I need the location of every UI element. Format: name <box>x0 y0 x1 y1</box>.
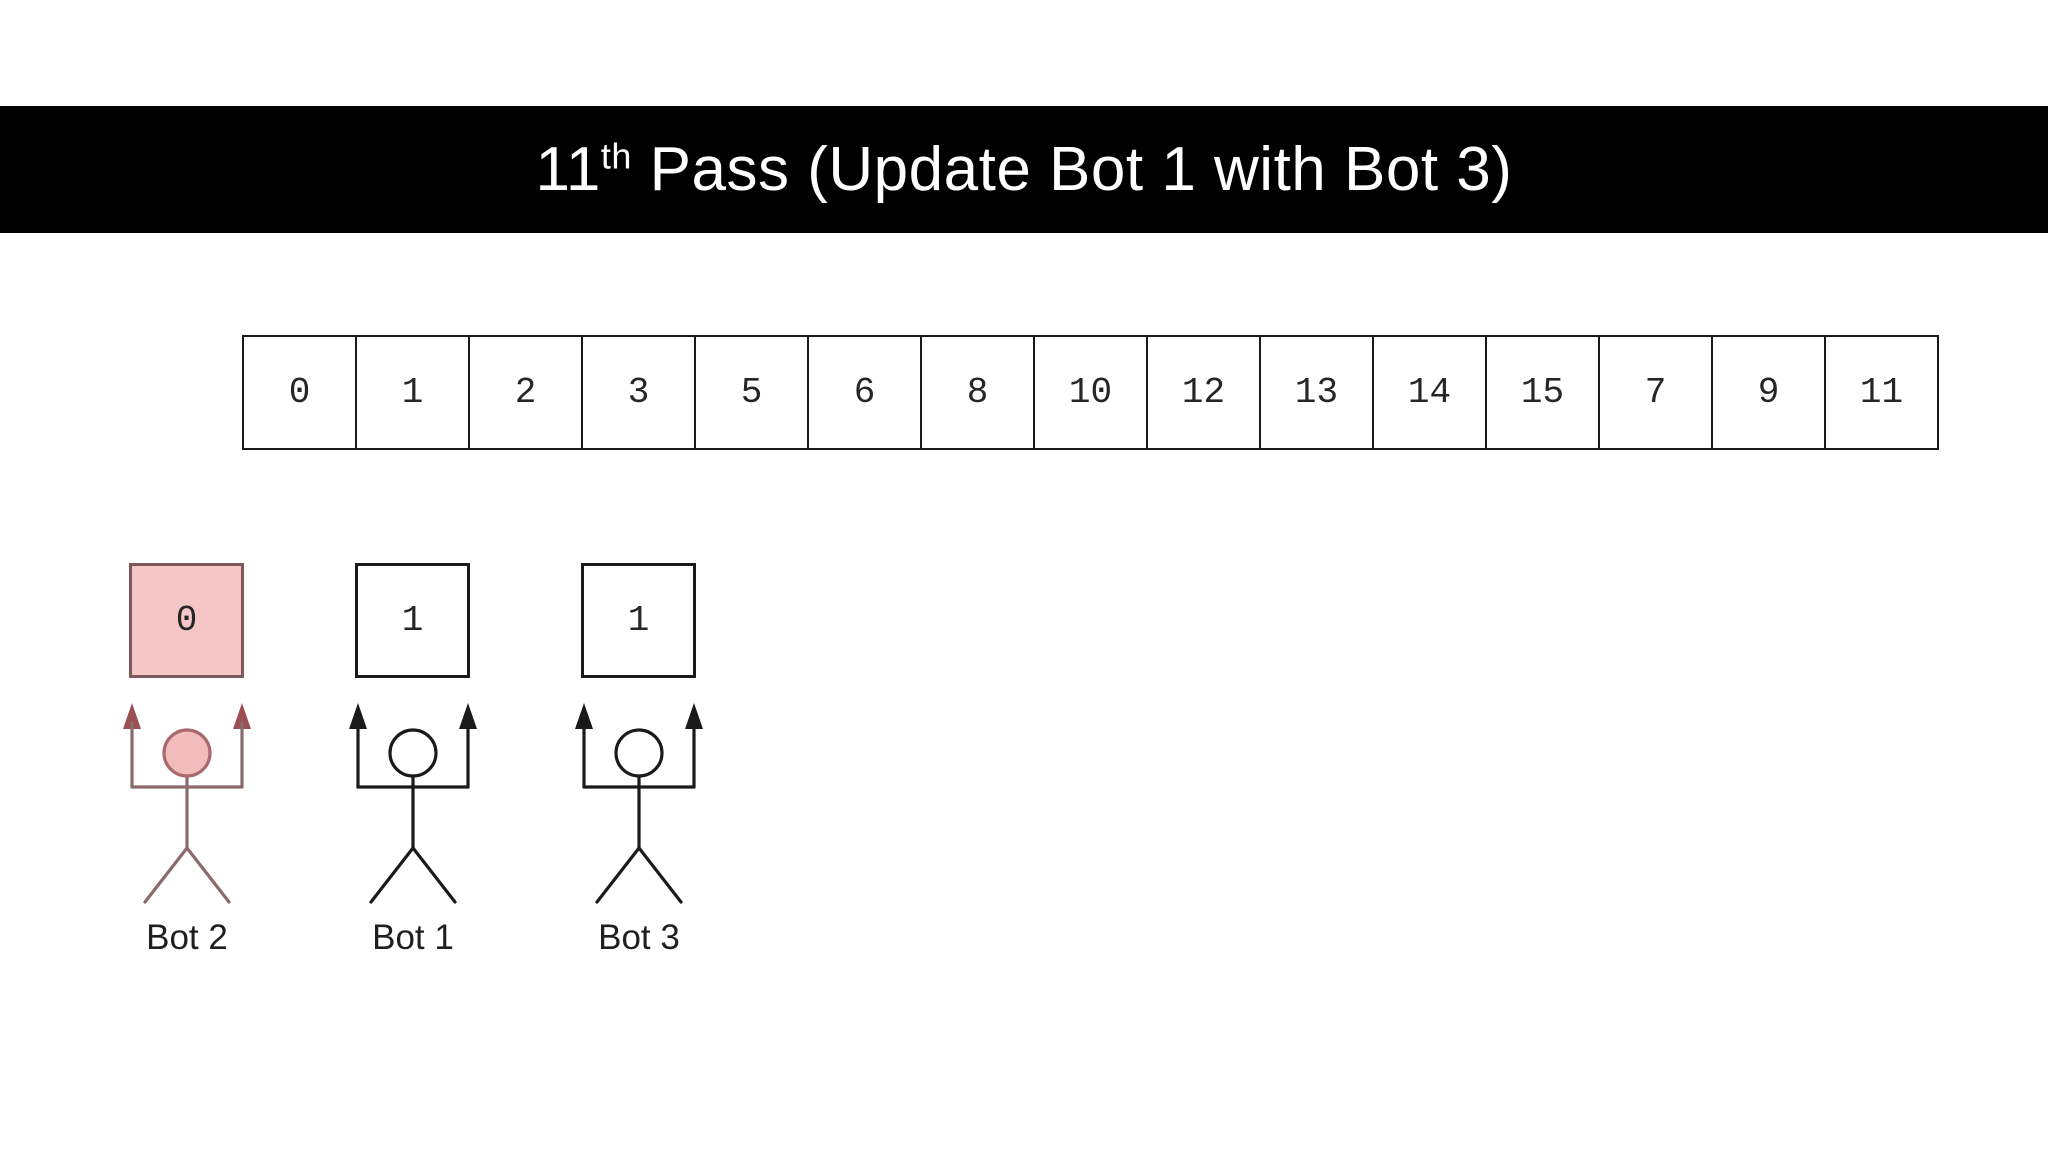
slide-title: 11th Pass (Update Bot 1 with Bot 3) <box>536 134 1513 205</box>
number-array: 0 1 2 3 5 6 8 10 12 13 14 15 7 9 11 <box>242 335 1939 450</box>
bot-head-icon <box>388 728 438 778</box>
array-cell: 15 <box>1485 335 1600 450</box>
array-cell: 12 <box>1146 335 1261 450</box>
title-ordinal-suffix: th <box>600 135 632 177</box>
bot1-value-box: 1 <box>355 563 470 678</box>
bot2-value-box: 0 <box>129 563 244 678</box>
up-arrow-icon <box>349 703 367 729</box>
array-cell: 6 <box>807 335 922 450</box>
bot1-figure-icon <box>349 703 477 904</box>
array-cell: 3 <box>581 335 696 450</box>
bot3-figure-icon <box>575 703 703 904</box>
array-cell: 11 <box>1824 335 1939 450</box>
array-cell: 8 <box>920 335 1035 450</box>
up-arrow-icon <box>685 703 703 729</box>
up-arrow-icon <box>233 703 251 729</box>
bot2-label: Bot 2 <box>146 918 228 957</box>
array-cell: 10 <box>1033 335 1148 450</box>
bot3-label: Bot 3 <box>598 918 680 957</box>
up-arrow-icon <box>459 703 477 729</box>
bot2-figure-icon <box>123 703 251 904</box>
title-text: Pass (Update Bot 1 with Bot 3) <box>631 135 1513 204</box>
array-cell: 13 <box>1259 335 1374 450</box>
bot-body-lines <box>130 721 244 904</box>
up-arrow-icon <box>575 703 593 729</box>
array-cell: 5 <box>694 335 809 450</box>
array-cell: 1 <box>355 335 470 450</box>
bot-body-lines <box>356 721 470 904</box>
bot3-value-box: 1 <box>581 563 696 678</box>
bot-head-icon <box>162 728 212 778</box>
array-cell: 7 <box>1598 335 1713 450</box>
title-bar: 11th Pass (Update Bot 1 with Bot 3) <box>0 106 2048 233</box>
bot-body-lines <box>582 721 696 904</box>
array-cell: 14 <box>1372 335 1487 450</box>
array-cell: 9 <box>1711 335 1826 450</box>
bot1-label: Bot 1 <box>372 918 454 957</box>
up-arrow-icon <box>123 703 141 729</box>
array-cell: 2 <box>468 335 583 450</box>
title-pass-number: 11 <box>535 135 601 204</box>
bot-head-icon <box>614 728 664 778</box>
array-cell: 0 <box>242 335 357 450</box>
